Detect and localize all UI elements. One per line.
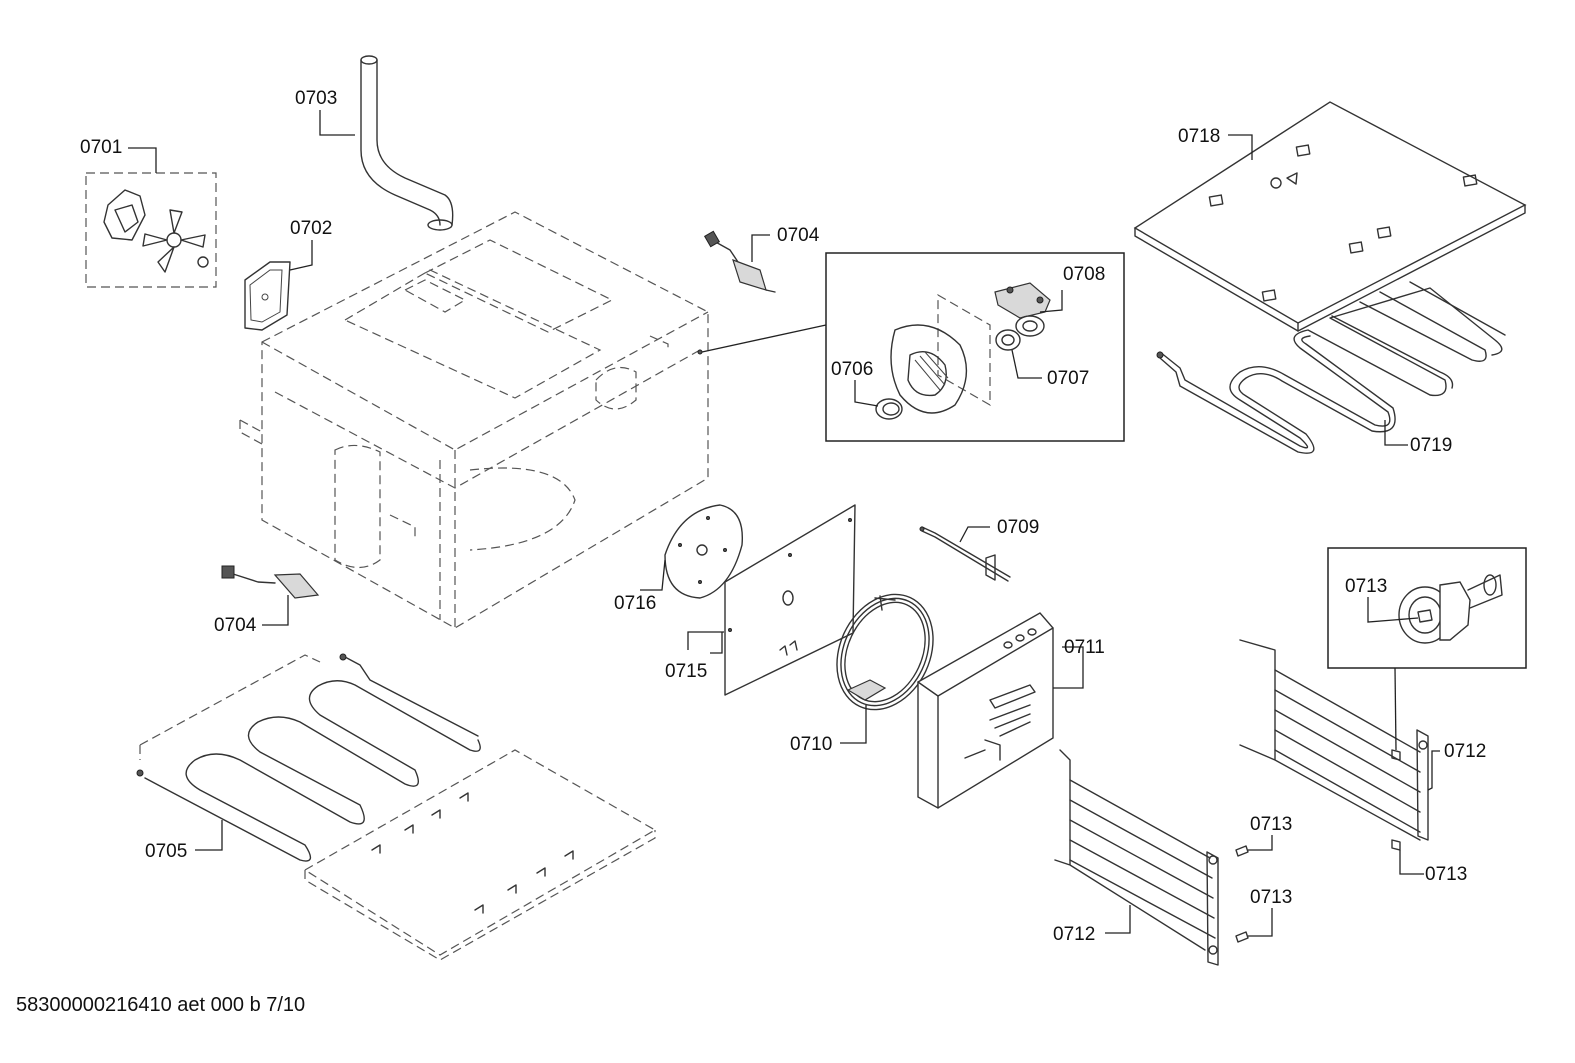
label-0713-upper: 0713 — [1250, 814, 1292, 835]
exhaust-pipe — [360, 55, 454, 231]
door-switch-detail — [697, 252, 1125, 442]
oven-cavity — [239, 211, 709, 629]
rear-panel — [724, 504, 856, 696]
fan-motor-assembly — [85, 172, 217, 288]
temperature-sensor-bottom — [221, 565, 320, 599]
temperature-sensor-top — [703, 230, 776, 293]
label-0708: 0708 — [1063, 264, 1105, 285]
leader-lines — [128, 110, 1440, 937]
top-heating-element — [1156, 281, 1506, 454]
top-cover-plate — [1133, 101, 1527, 332]
label-0704-bottom: 0704 — [214, 615, 257, 636]
round-cover-plate — [664, 504, 744, 599]
label-0705: 0705 — [145, 841, 187, 862]
label-0713-lower: 0713 — [1250, 887, 1292, 908]
label-0703: 0703 — [295, 88, 337, 109]
label-0715: 0715 — [665, 661, 707, 682]
cover-plate — [244, 261, 291, 331]
label-0712-center: 0712 — [1053, 924, 1095, 945]
label-0704-top: 0704 — [777, 225, 820, 246]
part-labels: 0701 0702 0703 0704 0704 0705 0706 0707 … — [80, 88, 1486, 945]
label-0712-right: 0712 — [1444, 741, 1486, 762]
small-screws — [1235, 749, 1401, 943]
label-0713-detail: 0713 — [1345, 576, 1387, 597]
document-id-footer: 58300000216410 aet 000 b 7/10 — [16, 994, 306, 1016]
label-0713-right: 0713 — [1425, 864, 1467, 885]
label-0711: 0711 — [1064, 637, 1105, 658]
bottom-heating-element — [136, 653, 481, 862]
label-0707: 0707 — [1047, 368, 1089, 389]
bottom-plate — [303, 749, 657, 961]
label-0706: 0706 — [831, 359, 873, 380]
label-0719: 0719 — [1410, 435, 1452, 456]
screw-detail — [1327, 547, 1527, 751]
temperature-probe — [919, 526, 1011, 582]
label-0702: 0702 — [290, 218, 332, 239]
label-0701: 0701 — [80, 137, 122, 158]
fan-cover — [917, 612, 1054, 809]
label-0709: 0709 — [997, 517, 1039, 538]
label-0710: 0710 — [790, 734, 832, 755]
side-rack-center — [1054, 749, 1219, 966]
label-0716: 0716 — [614, 593, 656, 614]
label-0718: 0718 — [1178, 126, 1220, 147]
ring-heating-element — [836, 593, 934, 711]
side-rack-right — [1239, 639, 1429, 841]
